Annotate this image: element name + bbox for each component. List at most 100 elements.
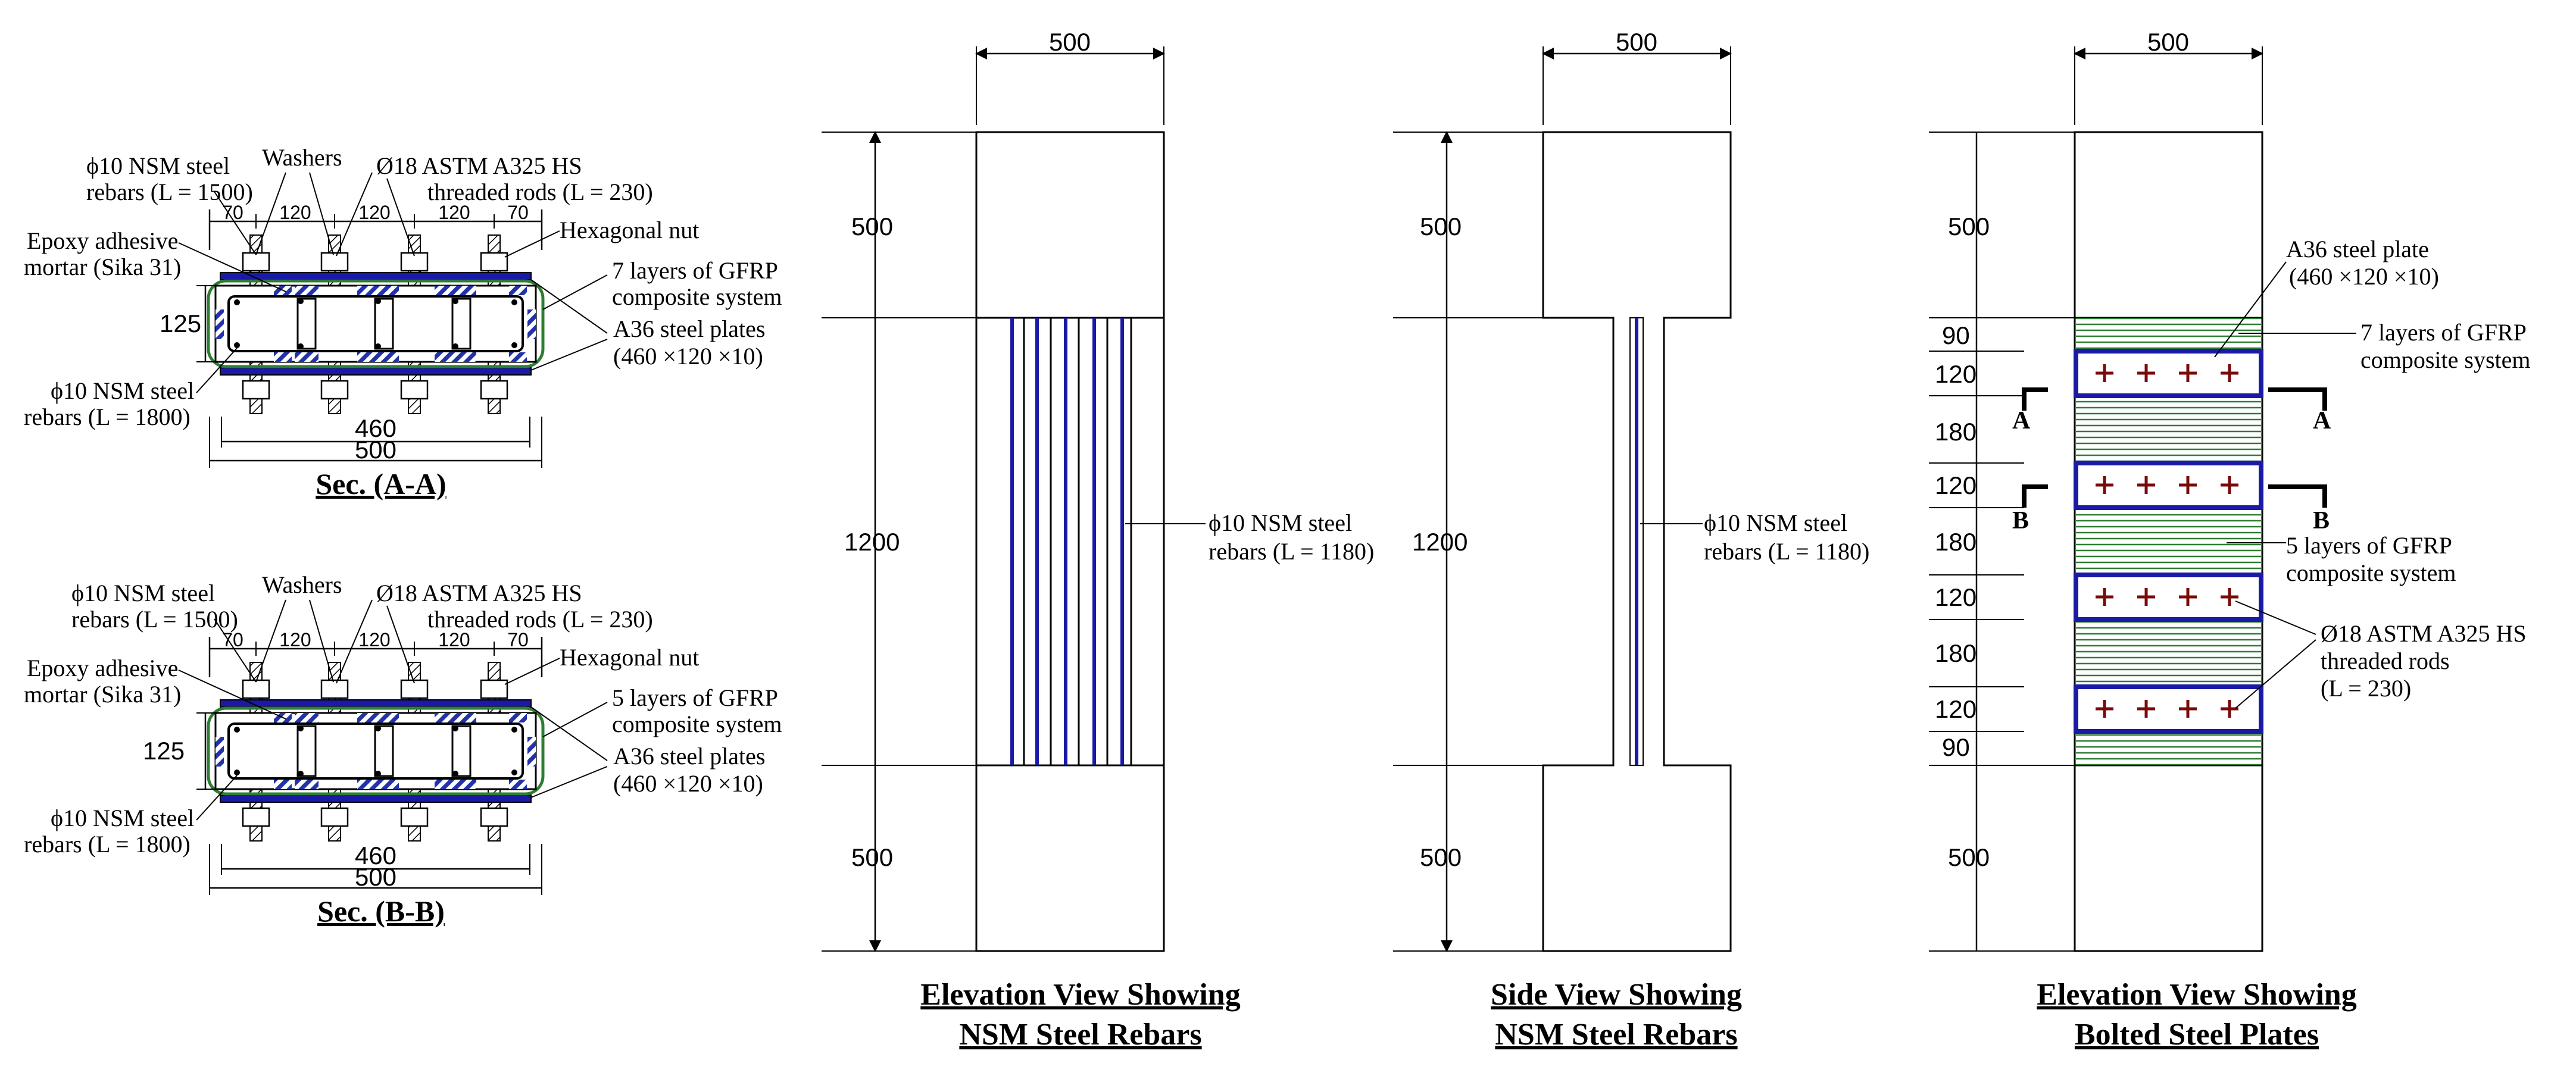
dim-seg-9: 90 — [1942, 733, 1970, 761]
dim-120-c: 120 — [438, 629, 470, 650]
dim-120-b: 120 — [358, 202, 390, 223]
stirrup — [227, 722, 524, 780]
dim-70-right: 70 — [507, 202, 529, 223]
label-washers: Washers — [262, 144, 342, 171]
label-plates-2: (460 ×120 ×10) — [613, 770, 763, 797]
bottom-stub — [975, 764, 1165, 952]
label-epoxy-1: Epoxy adhesive — [27, 227, 178, 254]
label-gfrp-2: composite system — [612, 283, 782, 310]
rods-label-2: threaded rods — [2321, 648, 2450, 674]
dim-middle: 1200 — [844, 528, 900, 556]
label-plates-1: A36 steel plates — [613, 743, 766, 770]
gfrp7-label-2: composite system — [2360, 346, 2531, 373]
section-title: Sec. (B-B) — [317, 894, 445, 928]
cut-b-left: B — [2012, 507, 2029, 534]
plate-label-2: (460 ×120 ×10) — [2289, 263, 2439, 290]
rods-label-3: (L = 230) — [2321, 675, 2411, 702]
dim-120-a: 120 — [279, 629, 311, 650]
label-plates-1: A36 steel plates — [613, 315, 766, 342]
label-epoxy-1: Epoxy adhesive — [27, 655, 178, 681]
dim-bottom: 500 — [1948, 843, 1990, 871]
section-b-b-diagram: 70 120 120 120 70 — [24, 571, 782, 928]
elevation-plates-view: 500 500 90 — [1929, 28, 2531, 1052]
dim-seg-6: 120 — [1935, 583, 1977, 611]
dim-120-b: 120 — [358, 629, 390, 650]
dim-width: 500 — [1049, 28, 1091, 56]
top-dimension-line: 70 120 120 120 70 — [208, 629, 543, 677]
gfrp-wrap — [207, 279, 545, 368]
view-title-2: NSM Steel Rebars — [1495, 1018, 1737, 1052]
label-gfrp-1: 5 layers of GFRP — [612, 684, 778, 711]
view-title-2: NSM Steel Rebars — [959, 1018, 1201, 1052]
top-stub — [2074, 131, 2263, 319]
epoxy-mortar — [216, 713, 536, 789]
dim-120-c: 120 — [438, 202, 470, 223]
label-nsm-bottom-1: ϕ10 NSM steel — [51, 805, 194, 831]
dim-width: 500 — [1616, 28, 1657, 56]
dim-bottom: 500 — [851, 843, 893, 871]
label-epoxy-2: mortar (Sika 31) — [24, 254, 181, 280]
callout-1: ϕ10 NSM steel — [1704, 509, 1847, 536]
dim-seg-8: 120 — [1935, 695, 1977, 723]
label-nsm-bottom-2: rebars (L = 1800) — [24, 831, 191, 858]
label-plates-2: (460 ×120 ×10) — [613, 343, 763, 370]
dim-seg-4: 120 — [1935, 471, 1977, 499]
bottom-stub — [2074, 764, 2263, 952]
dim-inner: 460 — [355, 414, 396, 442]
label-rods-2: threaded rods (L = 230) — [427, 179, 653, 205]
callout-2: rebars (L = 1180) — [1704, 538, 1869, 565]
dim-inner: 460 — [355, 842, 396, 869]
callout-2: rebars (L = 1180) — [1209, 538, 1374, 565]
cut-marker-a: A A — [2012, 387, 2331, 434]
dim-seg-2: 120 — [1935, 360, 1977, 388]
cut-a-right: A — [2313, 407, 2331, 434]
top-stub — [975, 131, 1165, 319]
dim-top: 500 — [851, 212, 893, 240]
label-gfrp-2: composite system — [612, 711, 782, 737]
dim-width: 500 — [2147, 28, 2189, 56]
cut-marker-b: B B — [2012, 484, 2330, 534]
side-nsm-view: 500 500 1200 500 ϕ10 NSM steel rebars (L… — [1393, 28, 1869, 1052]
steel-plate-bottom — [220, 795, 532, 803]
steel-plate-bottom — [220, 367, 532, 376]
steel-plate-top — [220, 699, 532, 708]
stirrup — [227, 295, 524, 352]
label-nsm-bottom-2: rebars (L = 1800) — [24, 404, 191, 430]
dim-120-a: 120 — [279, 202, 311, 223]
bolt-marks — [2096, 364, 2238, 718]
label-nsm-top-1: ϕ10 NSM steel — [86, 152, 230, 179]
dim-bottom: 500 — [1420, 843, 1462, 871]
view-title-1: Elevation View Showing — [2037, 978, 2356, 1012]
label-washers: Washers — [262, 571, 342, 598]
plate-label-1: A36 steel plate — [2286, 236, 2429, 262]
dim-height: 125 — [143, 737, 185, 765]
top-dimension-line: 70 120 120 120 70 — [208, 202, 543, 250]
dim-outer: 500 — [355, 436, 396, 464]
label-gfrp-1: 7 layers of GFRP — [612, 257, 778, 284]
view-title-2: Bolted Steel Plates — [2075, 1018, 2319, 1052]
dim-seg-1: 90 — [1942, 321, 1970, 349]
gfrp5-label-2: composite system — [2286, 559, 2456, 586]
dim-seg-7: 180 — [1935, 639, 1977, 667]
dim-seg-5: 180 — [1935, 528, 1977, 556]
label-rods-1: Ø18 ASTM A325 HS — [376, 152, 582, 179]
label-nsm-bottom-1: ϕ10 NSM steel — [51, 377, 194, 404]
dim-height: 125 — [160, 309, 201, 337]
gfrp-wrap — [207, 706, 545, 796]
cut-a-left: A — [2012, 407, 2031, 434]
label-nut: Hexagonal nut — [560, 644, 699, 671]
callout-1: ϕ10 NSM steel — [1209, 509, 1352, 536]
label-nsm-top-1: ϕ10 NSM steel — [71, 580, 215, 606]
dim-70-right: 70 — [507, 629, 529, 650]
label-nsm-top-2: rebars (L = 1500) — [71, 606, 238, 633]
label-nsm-top-2: rebars (L = 1500) — [86, 179, 253, 205]
dim-middle: 1200 — [1412, 528, 1467, 556]
steel-plate-top — [220, 272, 532, 280]
label-rods-2: threaded rods (L = 230) — [427, 606, 653, 633]
dim-outer: 500 — [355, 863, 396, 891]
section-title: Sec. (A-A) — [316, 467, 446, 501]
dim-top: 500 — [1948, 212, 1990, 240]
section-a-a-diagram: 70 120 120 120 70 — [24, 144, 782, 501]
label-nut: Hexagonal nut — [560, 217, 699, 243]
